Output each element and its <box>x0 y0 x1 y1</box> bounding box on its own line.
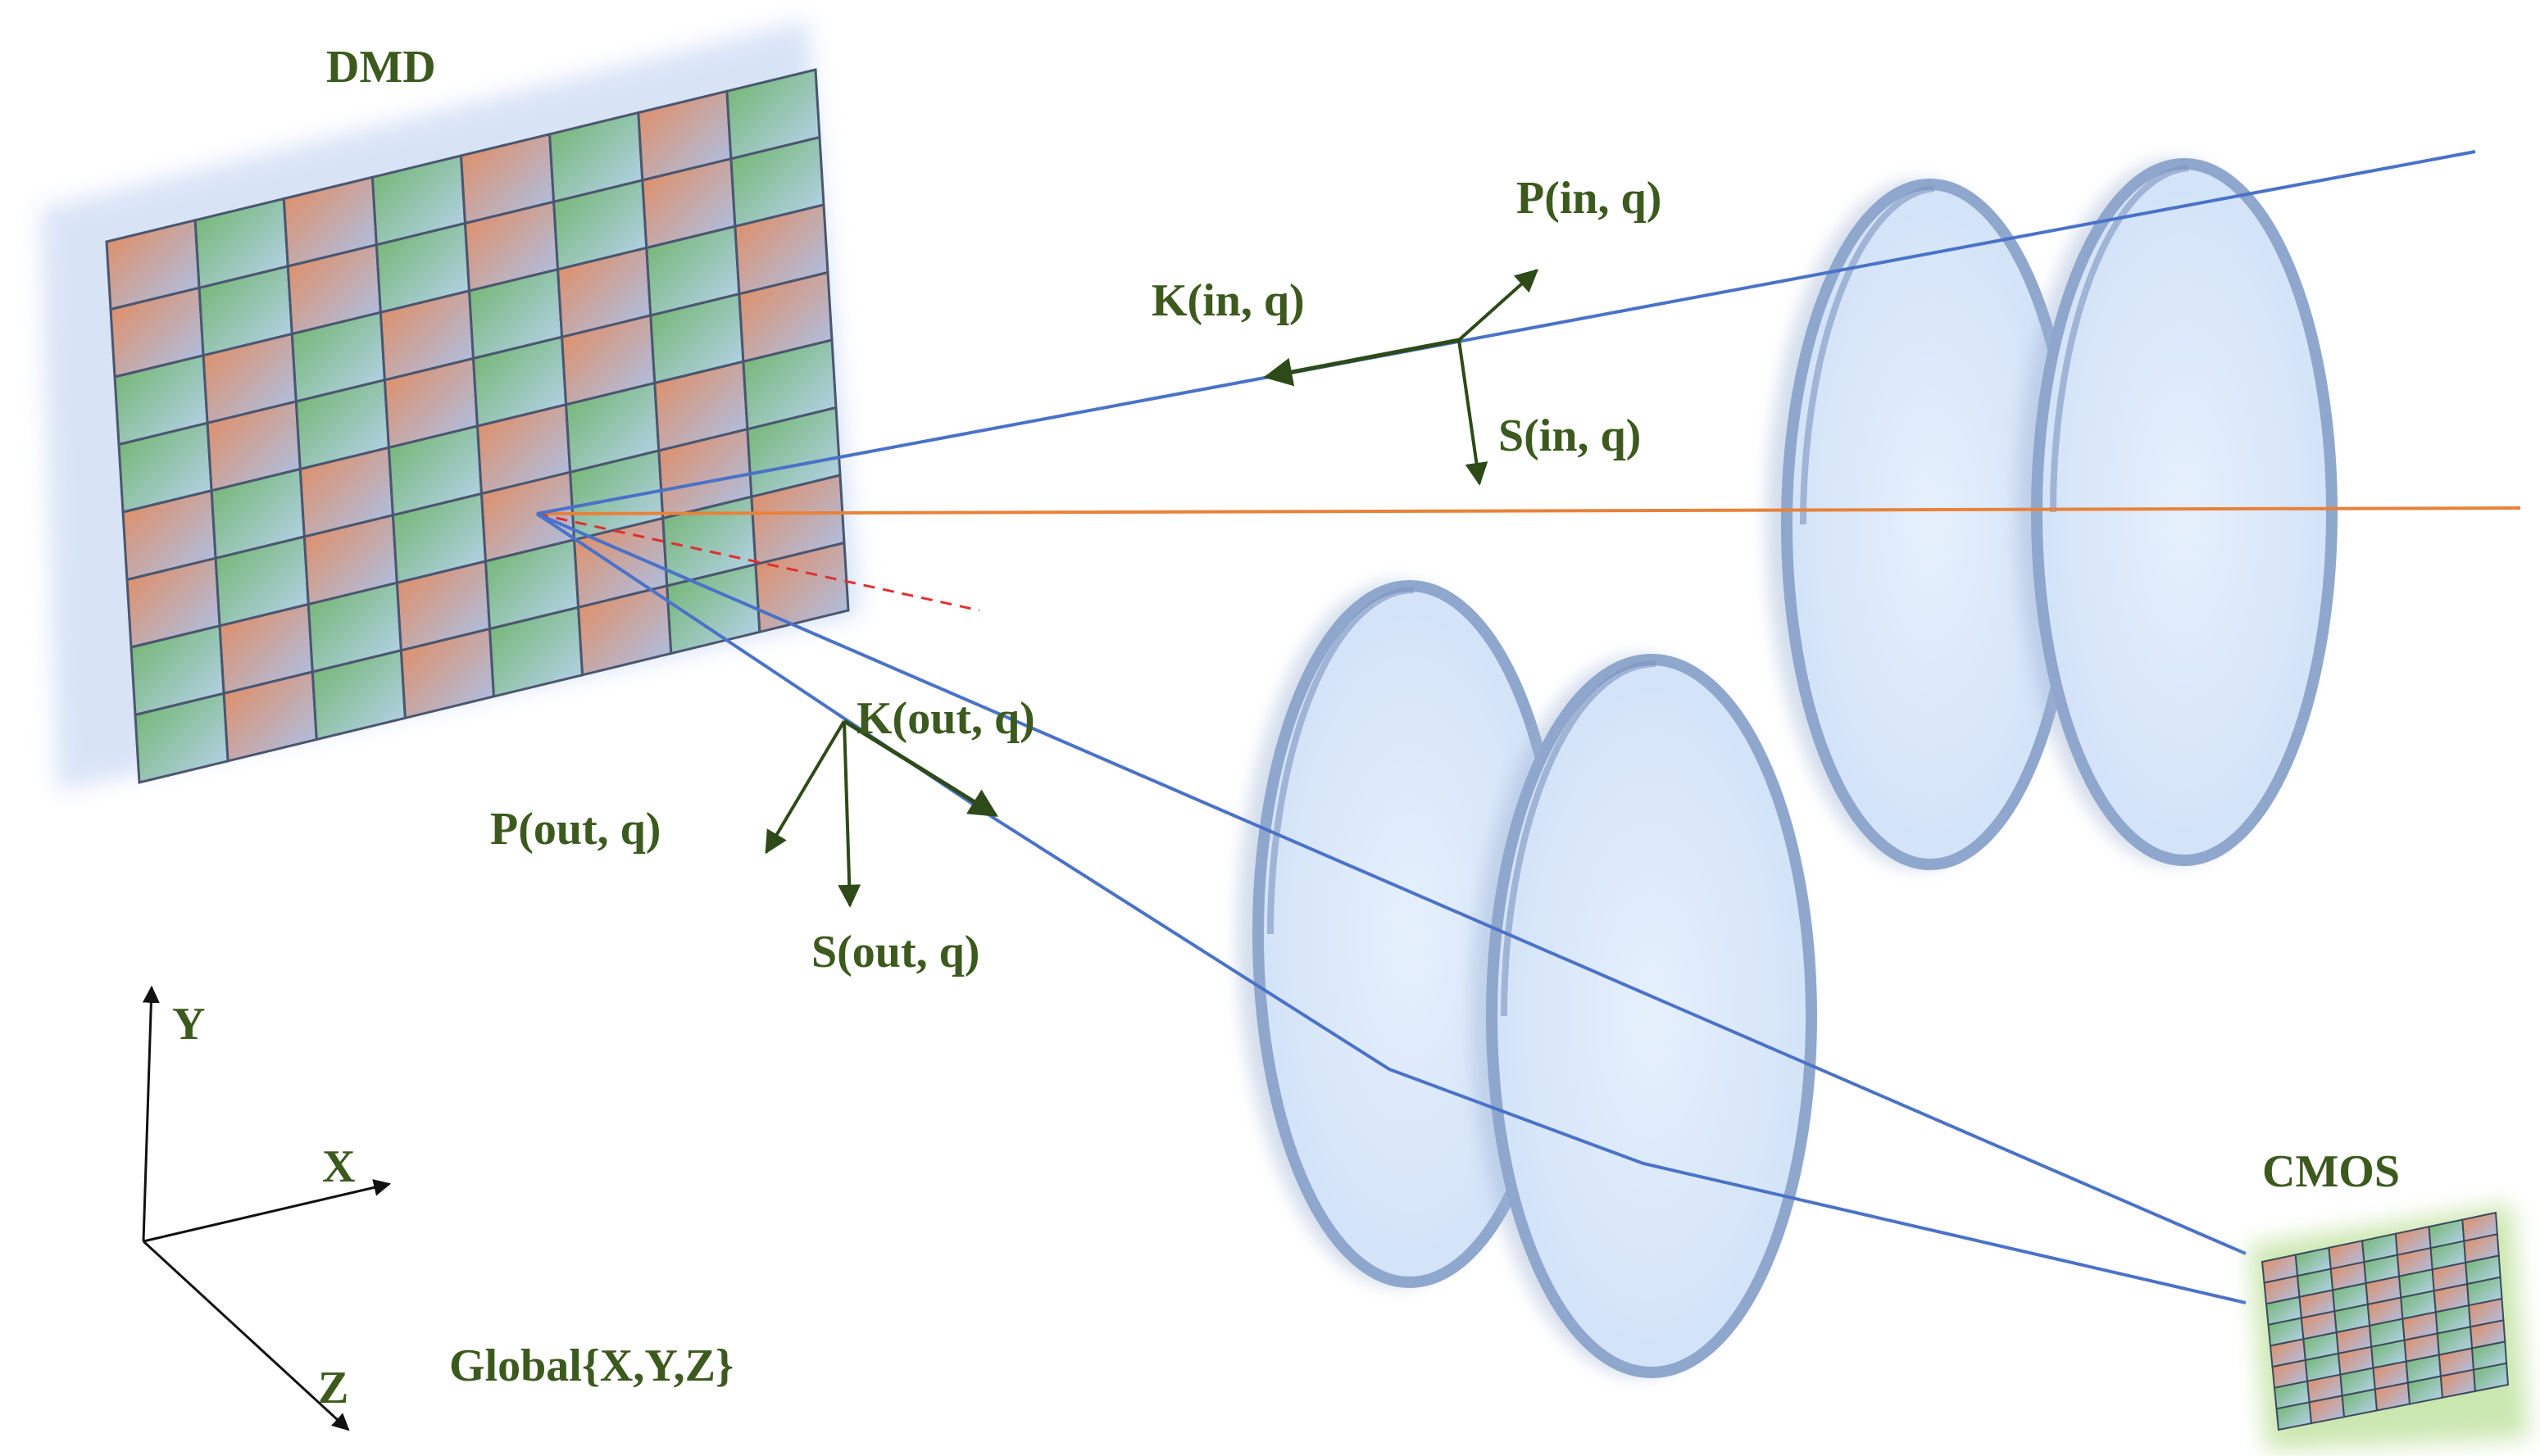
axis-y-line <box>142 985 160 1242</box>
dmd-mirror-array <box>105 68 850 784</box>
p-in-label: P(in, q) <box>1516 173 1661 224</box>
cmos-pixel-cell <box>2472 1362 2510 1393</box>
p-in-vector <box>1457 269 1539 342</box>
lens-lower-2 <box>1471 654 1817 1378</box>
p-out-label: P(out, q) <box>490 804 661 855</box>
axis-x-label: X <box>322 1141 355 1192</box>
lens-upper-2 <box>2016 158 2338 866</box>
lens-upper-1 <box>1766 179 2079 870</box>
axis-y-label: Y <box>172 999 205 1050</box>
lens-pair-upper <box>1766 158 2338 870</box>
output-ray-upper <box>536 512 2247 1255</box>
k-in-vector <box>1263 338 1460 387</box>
global-frame-label: Global{X,Y,Z} <box>449 1340 734 1391</box>
output-ray-lower <box>535 512 2247 1304</box>
p-out-vector <box>765 719 846 855</box>
incident-ray <box>536 150 2476 515</box>
dmd-label: DMD <box>326 42 436 93</box>
axis-x-line <box>143 1179 392 1243</box>
s-in-label: S(in, q) <box>1498 410 1641 461</box>
cmos-label: CMOS <box>2262 1146 2400 1197</box>
s-out-label: S(out, q) <box>811 927 979 977</box>
optical-axis <box>536 506 2521 515</box>
s-out-vector <box>838 720 861 908</box>
k-out-label: K(out, q) <box>857 693 1035 744</box>
s-in-vector <box>1457 339 1488 486</box>
k-out-vector <box>843 719 998 818</box>
cmos-sensor-array <box>2261 1211 2510 1431</box>
k-in-label: K(in, q) <box>1152 275 1305 326</box>
global-axes <box>142 985 392 1431</box>
axis-z-label: Z <box>318 1363 348 1413</box>
lens-pair-lower <box>1238 580 1817 1378</box>
dmd-normal-dashed <box>536 512 980 612</box>
axis-z-line <box>142 1240 350 1431</box>
